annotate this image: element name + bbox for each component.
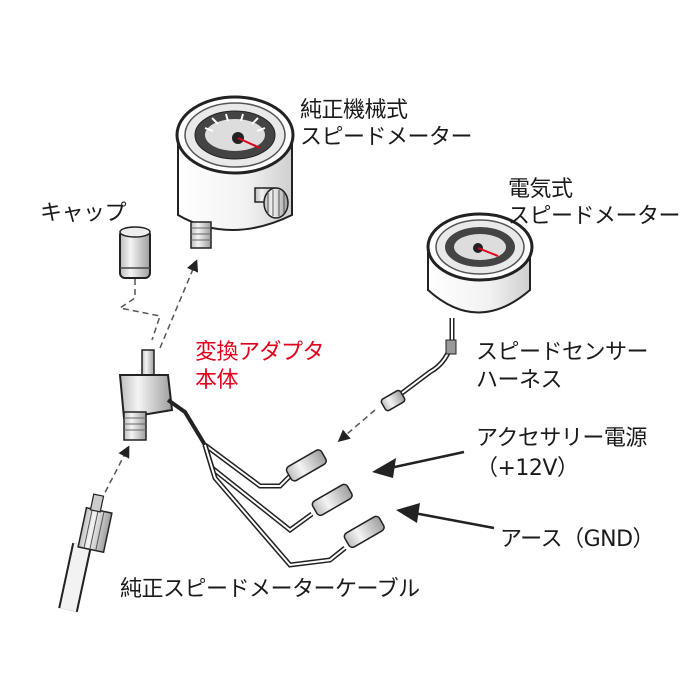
cap-label: キャップ <box>40 201 127 226</box>
connector-ground <box>343 515 385 549</box>
accessory-arrow <box>372 450 465 478</box>
elec-meter-label-line1: 電気式 <box>508 177 573 202</box>
adapter-wires <box>202 442 347 568</box>
cap-part <box>119 226 151 279</box>
mech-meter-label-line1: 純正機械式 <box>300 98 408 123</box>
mech-meter-label-line2: スピードメーター <box>300 125 473 150</box>
electric-speedometer <box>380 212 534 412</box>
sensor-harness-label-line2: ハーネス <box>476 368 563 393</box>
ground-arrow <box>396 503 495 530</box>
sensor-harness-label-line1: スピードセンサー <box>476 340 649 365</box>
accessory-power-label-line1: アクセサリー電源 <box>476 426 647 451</box>
speedometer-cable <box>58 493 113 613</box>
conversion-adapter <box>118 349 207 447</box>
mechanical-speedometer <box>175 95 295 249</box>
elec-meter-label-line2: スピードメーター <box>508 204 681 229</box>
adapter-label-line2: 本体 <box>195 368 239 393</box>
cable-label: 純正スピードメーターケーブル <box>120 577 420 602</box>
adapter-label-line1: 変換アダプタ <box>195 340 325 365</box>
connector-sensor <box>285 449 327 482</box>
ground-label: アース（GND） <box>500 527 655 552</box>
connector-accessory <box>311 483 353 517</box>
accessory-power-label-line2: （+12V） <box>476 456 579 481</box>
